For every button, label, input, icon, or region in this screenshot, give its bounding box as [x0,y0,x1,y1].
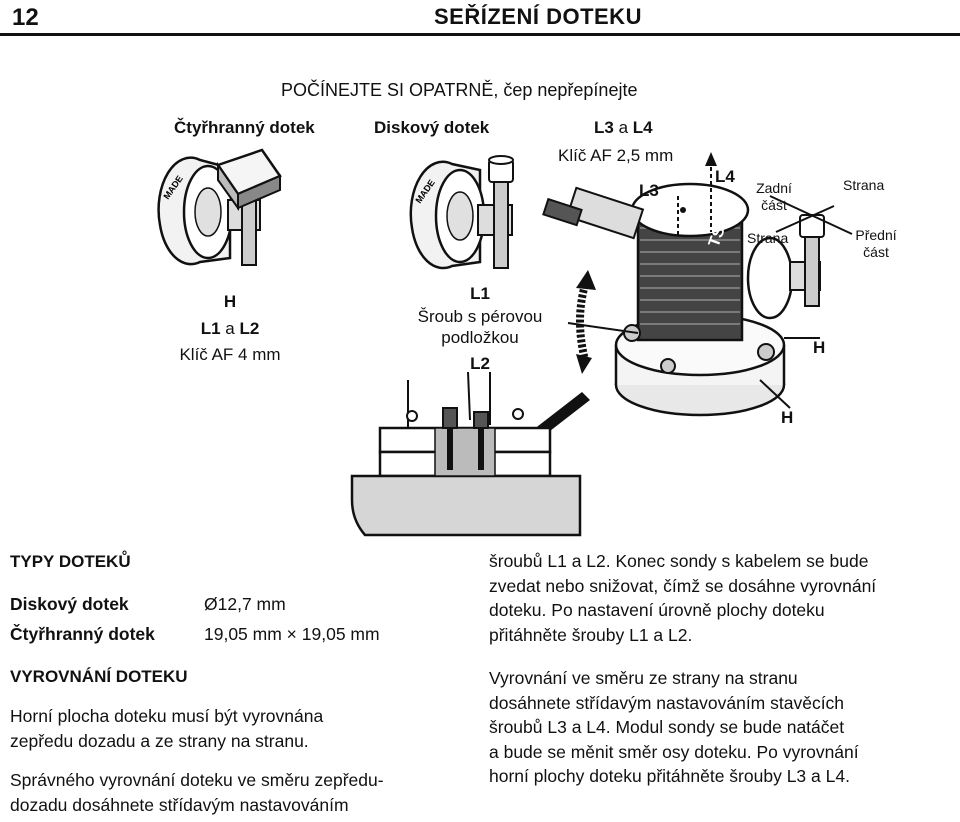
right-paragraph-1: šroubů L1 a L2. Konec sondy s kabelem se… [489,549,876,647]
l2-ref: L2 [239,319,260,338]
square-stylus-spec-label: Čtyřhranný dotek [10,624,155,644]
alignment-paragraph-2: Správného vyrovnání doteku ve směru zepř… [10,768,384,817]
back-label-line2: část [761,197,787,213]
text-line: Správného vyrovnání doteku ve směru zepř… [10,770,384,790]
front-label-line2: část [863,244,889,260]
text-line: dozadu dosáhnete střídavým nastavováním [10,794,349,815]
l2-label: L2 [470,354,490,373]
rotation-arrow [576,270,596,374]
square-stylus-module: MADE [157,148,282,266]
text-line: doteku. Po nastavení úrovně plochy dotek… [489,600,825,620]
back-label: Zadní část [752,180,796,214]
text-line: šroubů L1 a L2. Konec sondy s kabelem se… [489,551,869,571]
front-label-line1: Přední [855,227,897,243]
square-stylus-spec-value: 19,05 mm × 19,05 mm [204,624,380,644]
back-label-line1: Zadní [756,180,792,196]
stylus-adjustment-illustration: MADE MADE TS2 [0,40,960,540]
square-stylus-label: Čtyřhranný dotek [174,118,315,137]
disc-stylus-spec-label: Diskový dotek [10,594,129,614]
key-small-label: Klíč AF 2,5 mm [558,146,674,165]
key-large-label: Klíč AF 4 mm [179,345,281,364]
and-word: a [618,118,629,137]
square-adjust-labels: H L1 a L2 Klíč AF 4 mm [160,291,300,365]
disc-adjust-labels: L1 Šroub s pérovou podložkou L2 [380,283,580,374]
probe-body: TS2 [542,182,825,417]
page-number: 12 [12,4,39,31]
l1-l2-label: L1 a L2 [160,318,300,339]
and-word-2: a [225,319,235,338]
alignment-heading: VYROVNÁNÍ DOTEKU [10,667,188,686]
adjustment-arrow-l4 [677,152,717,236]
l4-label: L4 [715,167,735,186]
screw-label-line1: Šroub s pérovou [417,307,543,326]
front-label: Přední část [852,227,900,261]
disc-stylus-module: MADE [409,155,514,270]
right-paragraph-2: Vyrovnání ve směru ze strany na stranu d… [489,666,859,789]
l1-ref: L1 [200,319,221,338]
l3-l4-label: L3 a L4 [594,117,653,138]
text-line: a bude se měnit směr osy doteku. Po vyro… [489,741,859,762]
l4-ref: L4 [632,118,653,137]
h-label-bottom: H [781,408,794,427]
screw-label-line2: podložkou [441,328,519,347]
text-line: Horní plocha doteku musí být vyrovnána [10,706,324,726]
text-line: přitáhněte šrouby L1 a L2. [489,624,693,645]
text-line: zepředu dozadu a ze strany na stranu. [10,730,309,751]
h-label-left: H [223,292,237,311]
disc-stylus-label: Diskový dotek [374,118,490,137]
text-line: šroubů L3 a L4. Modul sondy se bude natá… [489,717,845,737]
page-header: 12 SEŘÍZENÍ DOTEKU [0,0,960,36]
l1-label: L1 [470,284,490,303]
alignment-paragraph-1: Horní plocha doteku musí být vyrovnána z… [10,704,323,753]
l3-ref: L3 [594,118,614,137]
direction-axes [769,195,853,235]
side-label-top: Strana [843,177,885,193]
types-heading: TYPY DOTEKŮ [10,552,131,571]
text-line: zvedat nebo snižovat, čímž se dosáhne vy… [489,575,877,596]
page-title: SEŘÍZENÍ DOTEKU [434,4,642,29]
disc-stylus-spec-value: Ø12,7 mm [204,594,286,614]
text-line: dosáhnete střídavým nastavováním stavěcí… [489,692,845,713]
l3-label: L3 [639,181,659,200]
text-line: Vyrovnání ve směru ze strany na stranu [489,668,798,688]
base-cross-section [350,407,582,537]
h-label-middle: H [813,338,826,357]
text-line: horní plochy doteku přitáhněte šrouby L3… [489,766,850,786]
side-label-middle: Strana [747,230,789,246]
warning-label: POČÍNEJTE SI OPATRNĚ, čep nepřepínejte [281,80,638,100]
